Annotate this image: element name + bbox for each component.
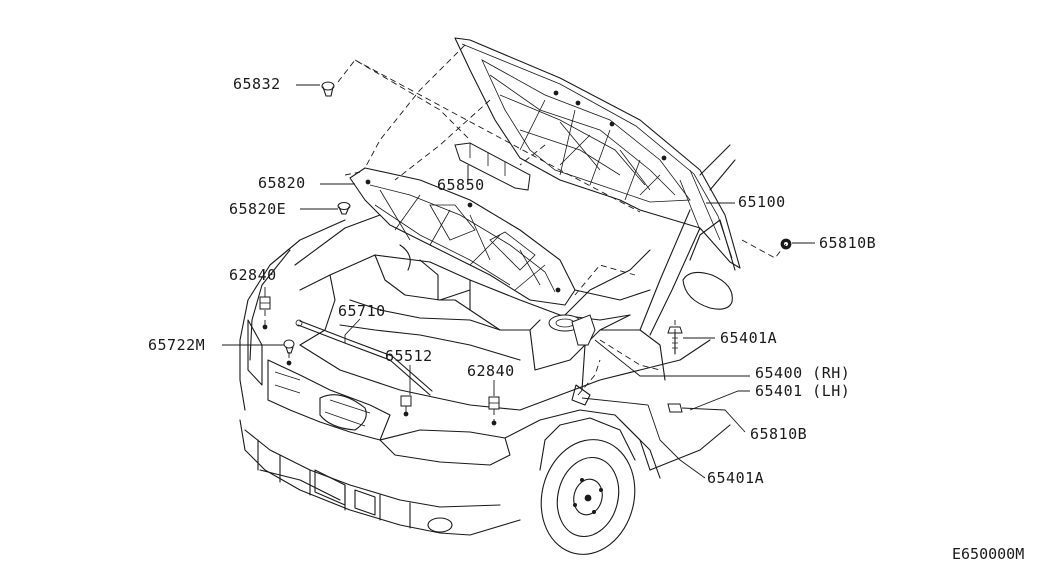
dash-insulator-3 (519, 144, 546, 166)
hood-edge-line-2 (649, 227, 701, 336)
hood-reinforcement-shape (454, 142, 531, 191)
front-wheel-shape (539, 417, 636, 555)
stopper-65832-shape (321, 81, 335, 97)
label-65512: 65512 (385, 347, 433, 365)
label-65100: 65100 (738, 193, 786, 211)
side-mirror (682, 271, 733, 310)
dash-hinge (599, 339, 661, 371)
a-pillar-2 (709, 159, 736, 191)
label-62840-left: 62840 (229, 266, 277, 284)
dash-lower-bolt (577, 359, 601, 396)
leader-65810b-lower (681, 407, 746, 433)
label-65401-lh: 65401 (LH) (755, 382, 851, 400)
clip-65722m-shape (283, 339, 295, 366)
label-65820: 65820 (258, 174, 306, 192)
dash-65810b-upper (741, 239, 787, 259)
leader-65401a-lower (581, 397, 706, 479)
label-65820e: 65820E (229, 200, 287, 218)
dash-strut (574, 264, 636, 296)
label-65722m: 65722M (148, 336, 206, 354)
bumper-62840-left-shape (259, 296, 271, 330)
dash-stopper-2 (354, 59, 641, 213)
label-65401a-upper: 65401A (720, 329, 778, 347)
car-body-shape (239, 214, 731, 536)
label-65710: 65710 (338, 302, 386, 320)
label-65832: 65832 (233, 75, 281, 93)
a-pillar (699, 144, 731, 176)
leader-65401 (689, 390, 750, 411)
dash-65820 (344, 171, 361, 176)
drawing-code: E650000M (952, 545, 1025, 563)
hood-panel-shape (454, 37, 741, 269)
bumper-65810b-lower-shape (667, 403, 683, 413)
hood-insulator-shape (349, 167, 576, 306)
label-65401a-lower: 65401A (707, 469, 765, 487)
dash-insulator-top (364, 44, 466, 169)
label-65810b-lower: 65810B (750, 425, 808, 443)
leader-65710 (344, 318, 361, 343)
leader-65400 (594, 339, 750, 377)
hinge-shape (571, 314, 596, 406)
dash-stopper (337, 59, 471, 141)
clip-65820e-shape (337, 202, 351, 215)
label-65400-rh: 65400 (RH) (755, 364, 851, 382)
label-65810b-upper: 65810B (819, 234, 877, 252)
windshield-edge (689, 219, 736, 271)
dash-insulator-2 (394, 99, 491, 181)
label-62840-mid: 62840 (467, 362, 515, 380)
label-65850: 65850 (437, 176, 485, 194)
hood-edge-line (639, 209, 691, 331)
